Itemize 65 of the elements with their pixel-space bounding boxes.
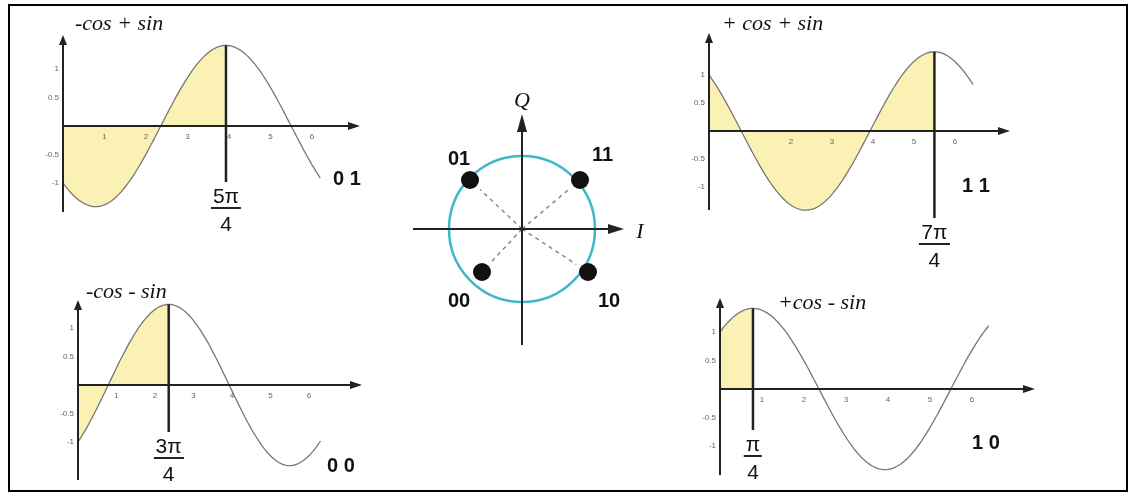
bit-label: 00 bbox=[448, 290, 471, 310]
tick-label: 0.5 bbox=[704, 356, 717, 365]
tick-label: 2 bbox=[152, 392, 158, 400]
bit-label: 1 1 bbox=[962, 175, 990, 195]
tick-label: 3 bbox=[185, 133, 190, 141]
tick-label: 4 bbox=[885, 396, 891, 404]
tick-label: 1 bbox=[69, 324, 75, 332]
tick-label: -1 bbox=[66, 438, 75, 446]
tick-label: -0.5 bbox=[702, 413, 717, 422]
fraction-numerator: π bbox=[743, 433, 763, 457]
fraction-denominator: 4 bbox=[220, 213, 232, 234]
formula-label: -cos - sin bbox=[86, 280, 167, 302]
bit-label: 0 1 bbox=[333, 168, 361, 188]
tick-label: 5 bbox=[927, 396, 933, 404]
constellation-point bbox=[461, 171, 479, 189]
tick-label: 1 bbox=[759, 396, 765, 404]
tick-label: 3 bbox=[191, 392, 196, 400]
fraction-numerator: 3π bbox=[153, 435, 184, 459]
tick-label: 4 bbox=[229, 392, 235, 400]
tick-label: 0.5 bbox=[47, 93, 60, 102]
tick-label: -0.5 bbox=[60, 409, 75, 418]
tick-label: 1 bbox=[711, 328, 717, 336]
tick-label: -1 bbox=[51, 179, 60, 187]
tick-label: -0.5 bbox=[45, 150, 60, 159]
tick-label: -1 bbox=[708, 442, 717, 450]
bit-label: 1 0 bbox=[972, 432, 1000, 452]
tick-label: 3 bbox=[829, 138, 835, 146]
formula-label: + cos + sin bbox=[722, 12, 824, 34]
fraction-numerator: 5π bbox=[210, 185, 242, 209]
tick-label: 0.5 bbox=[693, 99, 706, 107]
formula-label: +cos - sin bbox=[778, 291, 867, 313]
tick-label: 5 bbox=[911, 138, 917, 146]
fraction-denominator: 4 bbox=[928, 249, 941, 270]
bit-label: 0 0 bbox=[327, 455, 355, 475]
tick-label: 6 bbox=[969, 396, 975, 404]
bit-label: 01 bbox=[448, 148, 471, 168]
constellation-point bbox=[579, 263, 597, 281]
formula-label: -cos + sin bbox=[75, 12, 164, 34]
tick-label: 1 bbox=[102, 133, 107, 141]
bit-label: 10 bbox=[598, 290, 621, 310]
fraction-numerator: 7π bbox=[919, 221, 950, 245]
bit-label: 11 bbox=[592, 144, 614, 164]
tick-label: 4 bbox=[870, 138, 876, 146]
tick-label: 1 bbox=[114, 392, 119, 400]
tick-label: 2 bbox=[788, 138, 794, 146]
tick-label: 3 bbox=[843, 396, 849, 404]
tick-label: 5 bbox=[268, 392, 273, 400]
tick-label: 1 bbox=[54, 65, 60, 73]
axis-label: Q bbox=[514, 89, 530, 111]
tick-label: 1 bbox=[700, 71, 706, 79]
tick-label: 6 bbox=[952, 138, 958, 146]
axis-label: I bbox=[636, 220, 644, 242]
tick-label: 6 bbox=[309, 133, 315, 141]
tick-label: 2 bbox=[801, 396, 807, 404]
constellation-point bbox=[473, 263, 491, 281]
constellation-point bbox=[571, 171, 589, 189]
tick-label: 0.5 bbox=[62, 352, 75, 361]
tick-label: -1 bbox=[697, 183, 706, 191]
tick-label: 4 bbox=[226, 133, 232, 141]
tick-label: 5 bbox=[268, 133, 273, 141]
tick-label: 6 bbox=[306, 392, 312, 400]
fraction-denominator: 4 bbox=[162, 463, 175, 484]
tick-label: -0.5 bbox=[691, 155, 706, 163]
fraction-denominator: 4 bbox=[747, 461, 759, 482]
tick-label: 2 bbox=[143, 133, 149, 141]
